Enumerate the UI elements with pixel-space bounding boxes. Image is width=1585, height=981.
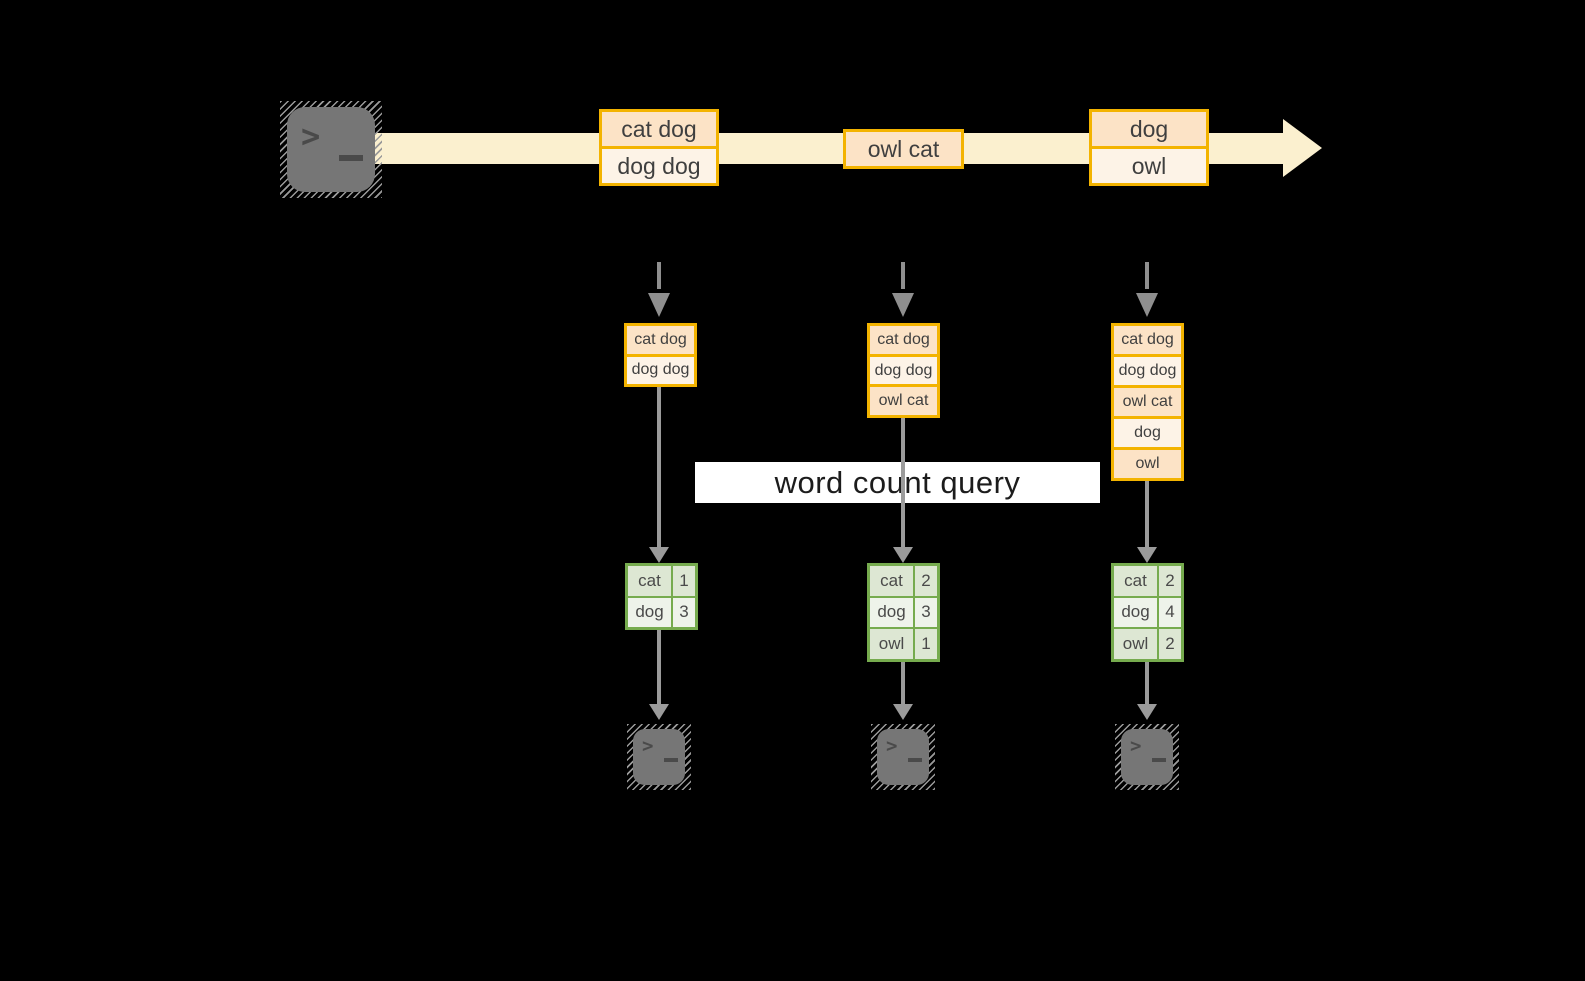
arrow-head-icon — [893, 704, 913, 720]
record-cell: owl cat — [1114, 388, 1181, 416]
stream-record-cell: owl cat — [846, 132, 961, 166]
record-cell: cat dog — [870, 326, 937, 354]
stream-record-box: cat dog dog dog — [599, 109, 719, 186]
terminal-prompt-icon: > — [301, 117, 321, 155]
terminal-icon: > — [1115, 724, 1179, 790]
terminal-icon-body: > — [287, 107, 375, 192]
query-label-band: word count query — [695, 462, 1100, 503]
arrow-line — [1145, 661, 1149, 704]
stream-record-cell: dog dog — [602, 149, 716, 183]
record-cell: owl — [1114, 450, 1181, 478]
accumulated-records-stack: cat dog dog dog owl cat — [867, 323, 940, 418]
record-cell: cat dog — [627, 326, 694, 354]
terminal-icon: > — [627, 724, 691, 790]
word-cell: dog — [1114, 597, 1157, 627]
arrow-line — [901, 418, 905, 547]
arrow-head-icon — [1137, 704, 1157, 720]
count-cell: 1 — [673, 566, 695, 596]
word-cell: owl — [1114, 629, 1157, 659]
terminal-prompt-icon: > — [642, 735, 654, 757]
terminal-cursor-icon — [908, 758, 922, 762]
record-cell: dog dog — [870, 356, 937, 385]
terminal-icon: > — [871, 724, 935, 790]
count-cell: 2 — [915, 566, 937, 596]
dashed-arrow-line — [901, 262, 905, 289]
word-cell: cat — [870, 566, 913, 596]
stream-record-cell: cat dog — [602, 112, 716, 146]
terminal-icon-body: > — [1121, 729, 1173, 785]
query-label: word count query — [774, 464, 1021, 500]
word-cell: dog — [870, 597, 913, 627]
word-cell: owl — [870, 629, 913, 659]
dashed-arrow-line — [657, 262, 661, 289]
terminal-cursor-icon — [664, 758, 678, 762]
terminal-prompt-icon: > — [886, 735, 898, 757]
arrow-line — [657, 630, 661, 704]
terminal-icon: > — [280, 101, 382, 198]
terminal-icon-body: > — [633, 729, 685, 785]
record-cell: cat dog — [1114, 326, 1181, 354]
record-cell: owl cat — [870, 387, 937, 416]
dashed-arrow-head-icon — [648, 293, 670, 317]
stream-arrow-head-icon — [1283, 119, 1322, 177]
dashed-arrow-head-icon — [1136, 293, 1158, 317]
arrow-line — [657, 387, 661, 547]
record-cell: dog dog — [1114, 357, 1181, 385]
count-cell: 4 — [1159, 597, 1181, 627]
count-cell: 3 — [915, 597, 937, 627]
arrow-line — [1145, 481, 1149, 547]
arrow-head-icon — [649, 704, 669, 720]
word-cell: dog — [628, 597, 671, 627]
arrow-line — [901, 661, 905, 704]
stream-record-cell: dog — [1092, 112, 1206, 146]
terminal-cursor-icon — [1152, 758, 1166, 762]
accumulated-records-stack: cat dog dog dog — [624, 323, 697, 387]
arrow-head-icon — [649, 547, 669, 563]
count-cell: 3 — [673, 597, 695, 627]
word-count-table: cat 2 dog 4 owl 2 — [1111, 563, 1184, 662]
word-count-table: cat 1 dog 3 — [625, 563, 698, 630]
dashed-arrow-head-icon — [892, 293, 914, 317]
word-cell: cat — [628, 566, 671, 596]
accumulated-records-stack: cat dog dog dog owl cat dog owl — [1111, 323, 1184, 481]
stream-record-cell: owl — [1092, 149, 1206, 183]
count-cell: 1 — [915, 629, 937, 659]
terminal-cursor-icon — [339, 155, 363, 161]
stream-record-box: owl cat — [843, 129, 964, 169]
arrow-head-icon — [893, 547, 913, 563]
word-count-table: cat 2 dog 3 owl 1 — [867, 563, 940, 662]
count-cell: 2 — [1159, 629, 1181, 659]
record-cell: dog — [1114, 419, 1181, 447]
arrow-head-icon — [1137, 547, 1157, 563]
word-cell: cat — [1114, 566, 1157, 596]
dashed-arrow-line — [1145, 262, 1149, 289]
stream-record-box: dog owl — [1089, 109, 1209, 186]
record-cell: dog dog — [627, 356, 694, 384]
terminal-icon-body: > — [877, 729, 929, 785]
terminal-prompt-icon: > — [1130, 735, 1142, 757]
count-cell: 2 — [1159, 566, 1181, 596]
